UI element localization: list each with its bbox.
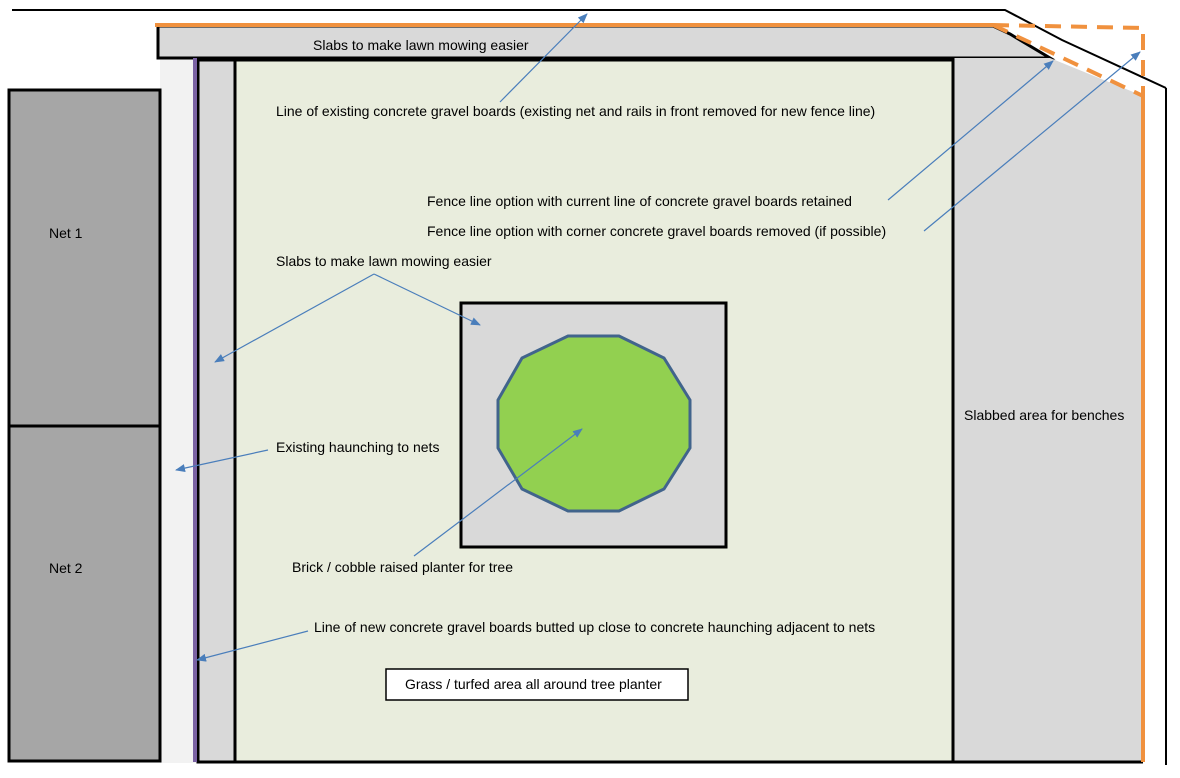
label-haunching: Existing haunching to nets <box>276 439 439 455</box>
label-fence-option-retained: Fence line option with current line of c… <box>427 193 852 209</box>
label-grass: Grass / turfed area all around tree plan… <box>405 676 662 692</box>
arrow-fence-option-removed <box>923 51 1141 232</box>
label-slabs-top: Slabs to make lawn mowing easier <box>313 37 529 53</box>
arrow-slabs-planter <box>373 273 481 326</box>
label-existing-boards: Line of existing concrete gravel boards … <box>276 103 875 119</box>
label-slabs-middle: Slabs to make lawn mowing easier <box>276 253 492 269</box>
fence-option-dashed-corner <box>992 23 1145 96</box>
label-fence-option-removed: Fence line option with corner concrete g… <box>427 223 886 239</box>
net-1 <box>7 88 162 428</box>
haunching-strip <box>160 58 198 763</box>
bench-slab-area <box>953 58 1143 762</box>
label-benches: Slabbed area for benches <box>964 407 1124 423</box>
top-slab-strip <box>156 24 1056 60</box>
tree-planter <box>496 334 692 513</box>
arrow-haunching <box>175 449 269 472</box>
net-2 <box>7 424 162 763</box>
fence-option-dashed-diagonal <box>992 23 1144 98</box>
left-slab-strip <box>196 58 237 764</box>
label-planter: Brick / cobble raised planter for tree <box>292 559 513 575</box>
label-net-2: Net 2 <box>49 560 83 576</box>
label-new-boards: Line of new concrete gravel boards butte… <box>314 619 875 635</box>
arrow-fence-option-retained <box>887 60 1054 201</box>
arrow-new-boards <box>196 630 309 662</box>
arrow-slabs-left <box>214 273 375 363</box>
arrow-existing-boards <box>499 13 588 103</box>
grass-label-box <box>385 668 689 701</box>
arrow-planter <box>413 428 583 557</box>
label-net-1: Net 1 <box>49 225 83 241</box>
